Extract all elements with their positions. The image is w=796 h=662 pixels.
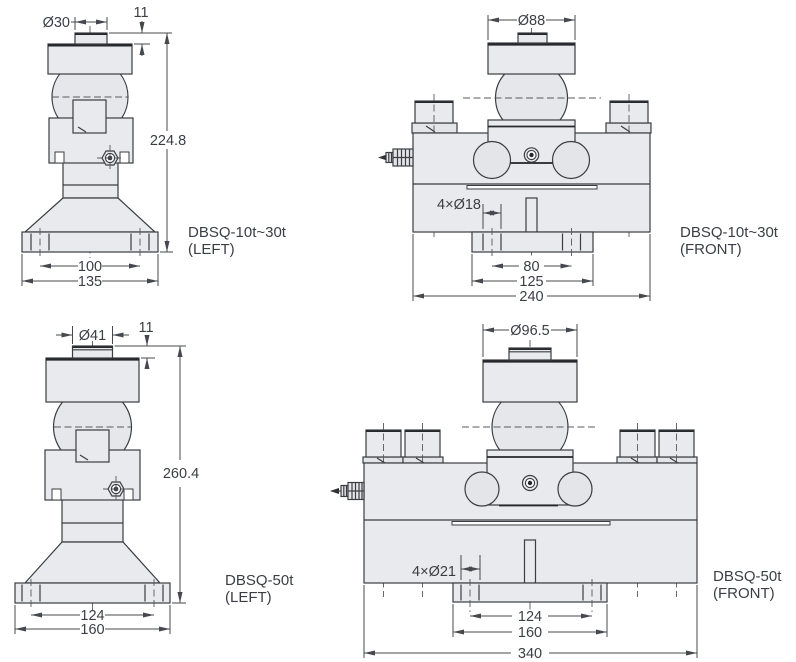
- boss-right: [551, 140, 591, 180]
- boss-left: [472, 140, 512, 180]
- cable-connector: [378, 148, 414, 167]
- dim-base-width: 135: [78, 274, 102, 290]
- dim-plate-width: 125: [519, 274, 543, 290]
- dimensions-small-front: Ø88 4×Ø18 80 125 240: [412, 13, 651, 305]
- bottom-tab: [525, 197, 538, 233]
- load-button: [71, 345, 114, 359]
- top-cap: [482, 359, 578, 403]
- load-button: [74, 32, 108, 45]
- body-slot: [466, 185, 598, 190]
- top-cap: [487, 42, 576, 75]
- dim-total-height: 260.4: [163, 466, 199, 482]
- load-button: [508, 347, 552, 361]
- side-screw: [103, 476, 129, 502]
- dim-cap-diameter: Ø88: [518, 13, 545, 29]
- load-button: [517, 32, 548, 44]
- label-model: DBSQ-10t~30t: [680, 224, 779, 241]
- base-flare: [23, 197, 157, 233]
- dim-overall-width: 340: [518, 646, 542, 662]
- label-model: DBSQ-50t: [713, 568, 782, 585]
- label-view: (FRONT): [713, 585, 775, 602]
- dimensions-large-front: Ø96.5 4×Ø21 124 160 340: [363, 323, 698, 662]
- base-flange: [21, 231, 159, 253]
- dim-holes: 4×Ø18: [437, 197, 481, 213]
- label-view: (LEFT): [188, 241, 235, 258]
- neck: [72, 99, 107, 134]
- label-model: DBSQ-10t~30t: [188, 224, 287, 241]
- dim-bolt-pitch: 124: [518, 609, 542, 625]
- view-small-left: Ø30 11 224.8 100 135 DBSQ-10t~30t (LEFT): [21, 5, 287, 290]
- dim-top-diameter: Ø30: [43, 15, 70, 31]
- boss-left: [464, 471, 500, 507]
- dimensions-small-left: Ø30 11 224.8 100 135: [21, 5, 186, 290]
- dim-button-step: 11: [138, 320, 153, 336]
- top-cap: [47, 43, 133, 75]
- view-large-front: Ø96.5 4×Ø21 124 160 340 DBSQ-50t (FRONT): [330, 323, 782, 662]
- dim-overall-width: 240: [519, 289, 543, 305]
- dim-cap-diameter: Ø96.5: [510, 323, 550, 339]
- cup-screw: [523, 147, 540, 163]
- cup-screw: [521, 474, 539, 492]
- base-flange: [14, 582, 171, 604]
- label-view: (LEFT): [225, 589, 272, 606]
- cable-connector: [330, 481, 365, 501]
- side-screw: [97, 145, 123, 171]
- dim-top-diameter: Ø41: [79, 328, 106, 344]
- label-model: DBSQ-50t: [225, 572, 294, 589]
- dim-bolt-pitch: 100: [78, 259, 102, 275]
- dim-button-step: 11: [133, 5, 148, 21]
- label-view: (FRONT): [680, 241, 742, 258]
- neck: [75, 429, 110, 463]
- top-cap: [45, 357, 140, 403]
- view-small-front: Ø88 4×Ø18 80 125 240 DBSQ-10t~30t (FRONT…: [378, 13, 779, 305]
- boss-right: [557, 471, 593, 507]
- dim-base-width: 160: [80, 622, 104, 638]
- base-flare: [23, 541, 162, 584]
- view-large-left: Ø41 11 260.4 124 160 DBSQ-50t (LEFT): [14, 320, 294, 638]
- mounting-plate: [471, 231, 594, 253]
- dim-bolt-pitch: 124: [80, 608, 104, 624]
- dim-plate-width: 160: [518, 625, 542, 641]
- dim-total-height: 224.8: [150, 133, 186, 149]
- body-slot: [451, 521, 611, 526]
- bottom-tab: [523, 539, 537, 584]
- dim-holes: 4×Ø21: [412, 564, 456, 580]
- dimensions-large-left: Ø41 11 260.4 124 160: [14, 320, 199, 638]
- dim-bolt-pitch: 80: [523, 259, 539, 275]
- mounting-plate: [452, 582, 608, 603]
- ball-cup: [486, 449, 574, 506]
